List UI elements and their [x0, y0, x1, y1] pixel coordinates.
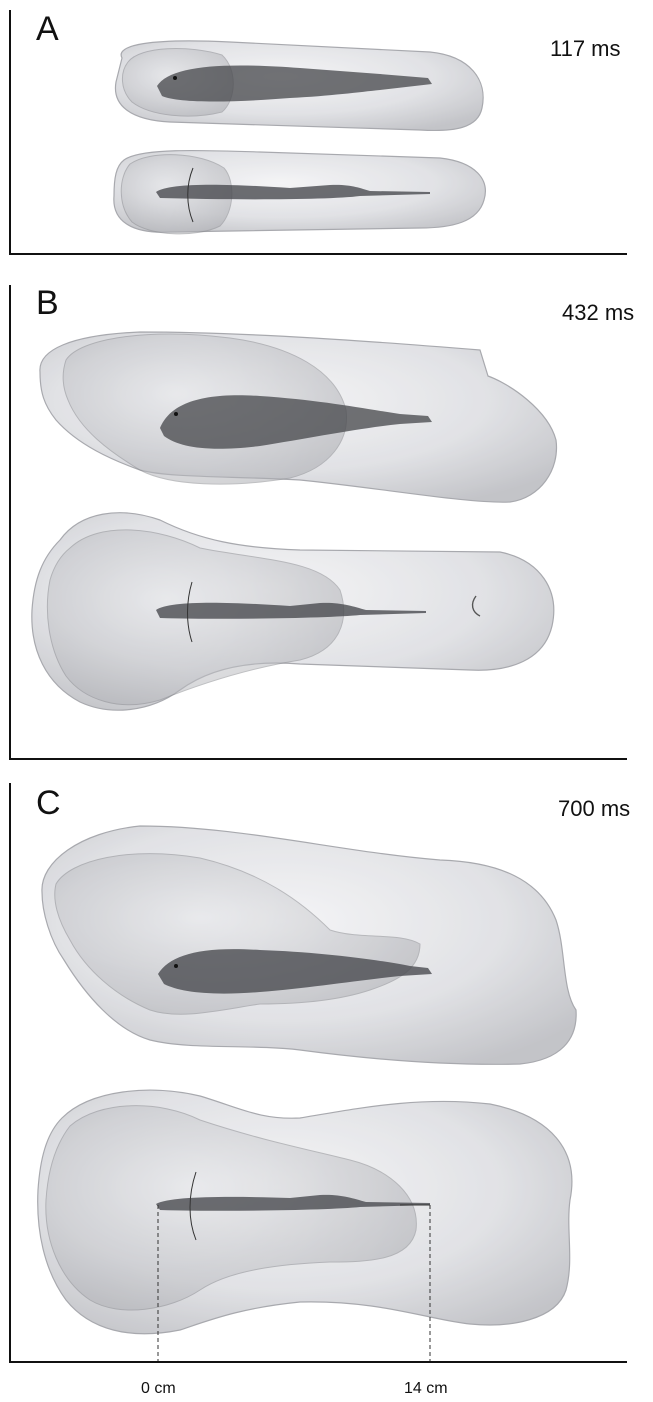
panel-b-baseline	[9, 758, 627, 760]
panel-letter-a: A	[36, 12, 59, 46]
panel-letter-b: B	[36, 286, 59, 320]
panel-c-baseline	[9, 1361, 627, 1363]
panel-a-top-view	[114, 150, 485, 233]
panel-c-top-view	[38, 1090, 572, 1334]
panel-a-axis	[9, 10, 11, 255]
scale-label-start: 0 cm	[141, 1380, 176, 1398]
panel-letter-c: C	[36, 786, 61, 820]
scale-label-end: 14 cm	[404, 1380, 448, 1398]
panel-time-c: 700 ms	[558, 798, 630, 820]
panel-a-side-view	[115, 41, 483, 131]
panel-b-axis	[9, 285, 11, 760]
panel-time-a: 117 ms	[550, 38, 621, 60]
panel-c-axis	[9, 783, 11, 1363]
panel-b-top-view	[32, 513, 554, 710]
panel-time-b: 432 ms	[562, 302, 634, 324]
panel-a-baseline	[9, 253, 627, 255]
panel-b-side-view	[40, 332, 557, 502]
panel-c-side-view	[42, 826, 576, 1064]
